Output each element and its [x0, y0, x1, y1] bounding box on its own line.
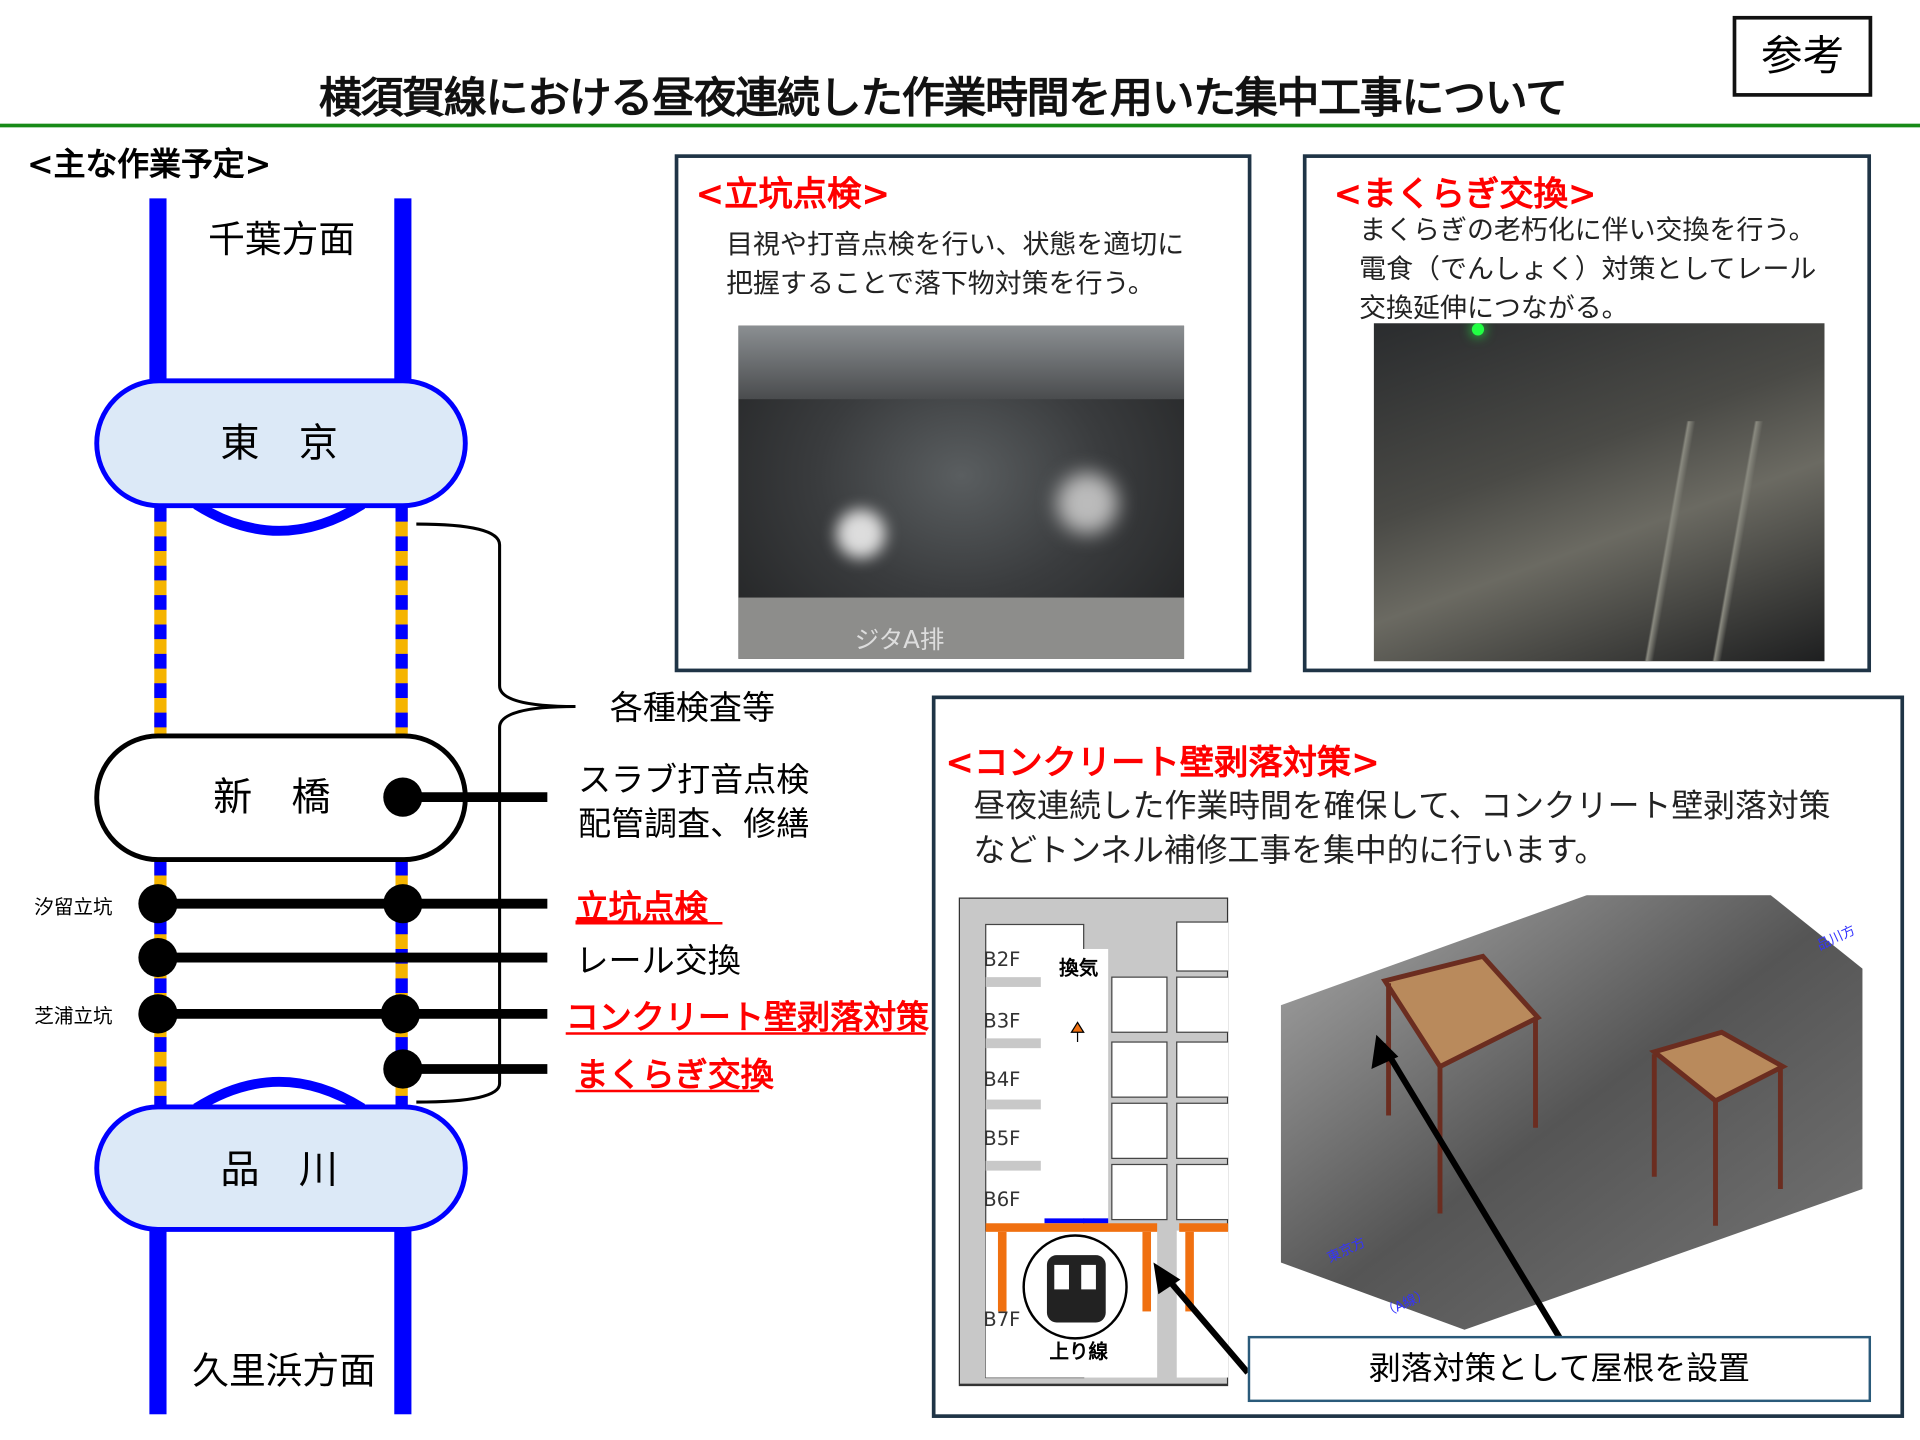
roof-2	[1649, 1029, 1789, 1104]
caption-box: 剥落対策として屋根を設置	[1247, 1335, 1872, 1403]
station-label: 東 京	[220, 422, 338, 467]
photo-text: ジタA排	[854, 624, 945, 654]
text-line: 交換延伸につながる。	[1359, 293, 1629, 325]
floor-label: B7F	[983, 1308, 1020, 1331]
station-label: 品 川	[220, 1148, 338, 1193]
vent-label: 換気	[1059, 957, 1099, 980]
track-label: 上り線	[1049, 1340, 1108, 1363]
tunnel-3d-scan: 品川方 東京方 （A線）	[1280, 895, 1863, 1330]
work-label: レール交換	[576, 941, 741, 980]
work-label: 配管調査、修繕	[578, 804, 809, 843]
work-label-highlight: コンクリート壁剥落対策	[566, 998, 930, 1037]
cross-section-diagram: 換気 上り線 B2F B3F B4F B5F B6F B7F	[958, 897, 1229, 1387]
shaft-label: 芝浦立坑	[34, 1004, 112, 1027]
station-tokyo	[94, 378, 468, 509]
panel-text: まくらぎの老朽化に伴い交換を行う。 電食（でんしょく）対策としてレール 交換延伸…	[1359, 212, 1816, 330]
text-line: 目視や打音点検を行い、状態を適切に	[726, 230, 1185, 261]
shaft-label: 汐留立坑	[34, 895, 112, 918]
work-label-highlight: 立坑点検	[576, 887, 709, 926]
panel-shaft-inspection: <立坑点検> 目視や打音点検を行い、状態を適切に 把握することで落下物対策を行う…	[674, 154, 1252, 673]
floor-label: B6F	[983, 1188, 1020, 1211]
text-line: 把握することで落下物対策を行う。	[726, 269, 1155, 301]
floor-label: B3F	[983, 1009, 1020, 1032]
panel-heading: <立坑点検>	[695, 173, 891, 215]
text-line: 電食（でんしょく）対策としてレール	[1359, 254, 1817, 286]
panel-heading: <まくらぎ交換>	[1333, 173, 1597, 215]
station-shinagawa	[94, 1104, 468, 1232]
roof-1	[1380, 953, 1542, 1070]
text-line: などトンネル補修工事を集中的に行います。	[973, 832, 1607, 870]
bracket	[416, 522, 576, 1104]
station-label: 新 橋	[213, 776, 331, 821]
direction-north: 千葉方面	[208, 218, 355, 261]
reference-badge: 参考	[1732, 15, 1873, 97]
panel-text: 目視や打音点検を行い、状態を適切に 把握することで落下物対策を行う。	[726, 227, 1184, 305]
panel-sleeper-replacement: <まくらぎ交換> まくらぎの老朽化に伴い交換を行う。 電食（でんしょく）対策とし…	[1302, 154, 1872, 673]
floor-label: B4F	[983, 1068, 1020, 1091]
work-label-highlight: まくらぎ交換	[576, 1055, 775, 1094]
shaft-photo: ジタA排	[738, 325, 1185, 659]
panel-text: 昼夜連続した作業時間を確保して、コンクリート壁剥落対策 などトンネル補修工事を集…	[973, 785, 1830, 873]
bracket-label: 各種検査等	[610, 688, 775, 727]
section-label: <主な作業予定>	[26, 146, 272, 184]
sleeper-photo	[1373, 323, 1825, 662]
route-diagram: 東 京 新 橋 品 川 千葉方面 久里浜方面 各種検査等 汐留立坑 芝浦立坑 ス…	[34, 198, 930, 1415]
panel-concrete-spalling: <コンクリート壁剥落対策> 昼夜連続した作業時間を確保して、コンクリート壁剥落対…	[931, 695, 1905, 1418]
work-point-markers	[138, 777, 423, 1089]
work-label: スラブ打音点検	[578, 760, 809, 799]
text-line: 昼夜連続した作業時間を確保して、コンクリート壁剥落対策	[973, 788, 1831, 826]
panel-heading: <コンクリート壁剥落対策>	[945, 742, 1380, 783]
floor-label: B5F	[983, 1127, 1020, 1150]
page-title: 横須賀線における昼夜連続した作業時間を用いた集中工事について	[318, 74, 1568, 124]
pointer-arrows	[1153, 1034, 1563, 1375]
floor-label: B2F	[983, 948, 1020, 971]
title-divider	[0, 123, 1920, 128]
direction-south: 久里浜方面	[192, 1350, 376, 1393]
text-line: まくらぎの老朽化に伴い交換を行う。	[1359, 215, 1816, 247]
